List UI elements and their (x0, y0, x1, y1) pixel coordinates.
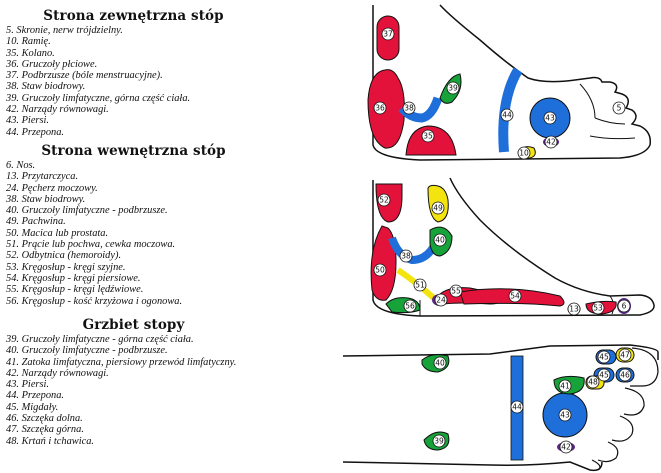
legend-item: 52. Odbytnica (hemoroidy). (6, 250, 122, 262)
legend-inner-side: Strona wewnętrzna stóp 6. Nos. 13. Przyt… (6, 143, 336, 307)
legend-item: 38. Staw biodrowy. (6, 81, 86, 93)
zone-label: 42 (561, 443, 571, 452)
inner-foot-diagram: 52 49 40 38 50 51 56 24 55 54 13 53 6 (370, 177, 655, 317)
legend-item: 48. Krtań i tchawica. (6, 435, 95, 447)
zone-label: 5 (617, 104, 622, 113)
zone-label: 39 (434, 437, 444, 446)
legend-item: 37. Podbrzusze (bóle menstruacyjne). (6, 70, 163, 82)
legend-item: 55. Kręgosłup - kręgi lędźwiowe. (6, 284, 144, 296)
legend-item: 49. Pachwina. (6, 216, 66, 228)
zone-label: 37 (383, 30, 393, 39)
zone-label: 43 (545, 114, 555, 123)
zone-label: 24 (436, 296, 446, 305)
zone-label: 51 (415, 281, 425, 290)
zone-label: 44 (502, 111, 512, 120)
legend-item: 54. Kręgosłup - kręgi piersiowe. (6, 272, 141, 284)
zone-label: 46 (620, 371, 630, 380)
legend-item: 5. Skronie, nerw trójdzielny. (6, 25, 123, 36)
zone-label: 40 (435, 236, 445, 245)
zone-label: 38 (404, 104, 414, 113)
toe-outline (611, 415, 634, 442)
zone-label: 45 (599, 371, 609, 380)
legend-item: 56. Kręgosłup - kość krzyżowa i ogonowa. (6, 295, 183, 307)
zone-50-shape (370, 225, 397, 301)
legend-item: 6. Nos. (6, 160, 36, 171)
zone-label: 10 (519, 149, 529, 158)
foot-diagrams: 37 36 38 39 35 44 43 5 42 10 52 49 40 38… (342, 4, 659, 472)
outer-foot-diagram: 37 36 38 39 35 44 43 5 42 10 (367, 4, 652, 161)
legend-item: 42. Narządy równowagi. (6, 367, 109, 379)
zone-label: 50 (375, 266, 385, 275)
top-foot-diagram: 40 44 43 41 45 48 47 45 46 39 42 (342, 344, 659, 472)
legend-top-of-foot: Grzbiet stopy 39. Gruczoły limfatyczne -… (6, 317, 336, 447)
legend-item: 35. Kolano. (6, 47, 55, 59)
legend-item: 40. Gruczoły limfatyczne - podbrzusze. (6, 205, 168, 217)
zone-label: 48 (588, 378, 598, 387)
legend-item: 44. Przepona. (6, 126, 65, 138)
toe-line (594, 117, 626, 125)
zone-38-inner-shape (388, 236, 438, 265)
big-toe-outline (630, 347, 659, 387)
legend-item: 51. Prącie lub pochwa, cewka moczowa. (6, 239, 176, 251)
legend-item: 41. Zatoka limfatyczna, piersiowy przewó… (6, 356, 237, 368)
legend-item: 50. Macica lub prostata. (6, 227, 109, 239)
zone-label: 52 (379, 196, 389, 205)
zone-label: 53 (593, 304, 603, 313)
zone-label: 39 (448, 84, 458, 93)
toe-outline (591, 459, 601, 471)
zone-label: 54 (510, 292, 520, 301)
zone-label: 42 (546, 138, 556, 147)
zone-label: 56 (405, 302, 415, 311)
zone-label: 40 (435, 359, 445, 368)
zone-44-shape (498, 67, 523, 153)
zone-label: 35 (423, 132, 433, 141)
legend-item: 10. Ramię. (6, 36, 51, 48)
zone-label: 38 (401, 252, 411, 261)
legend-item: 43. Piersi. (6, 379, 50, 391)
legend-item: 24. Pęcherz moczowy. (6, 182, 98, 194)
zone-label: 6 (622, 302, 627, 311)
legend-item: 47. Szczęka górna. (6, 424, 84, 436)
zone-label: 44 (512, 403, 522, 412)
legend-item: 42. Narządy równowagi. (6, 104, 109, 116)
legend-item: 39. Gruczoły limfatyczne, górna część ci… (6, 92, 191, 104)
legend-item: 53. Kręgosłup - kręgi szyjne. (6, 261, 126, 273)
legend-item: 40. Gruczoły limfatyczne - podbrzusze. (6, 345, 168, 357)
zone-label: 41 (560, 382, 570, 391)
legend-item: 44. Przepona. (6, 390, 65, 402)
legend-item: 46. Szczęka dolna. (6, 413, 83, 425)
toe-line (589, 135, 636, 140)
legend-item: 36. Gruczoły płciowe. (6, 58, 98, 70)
legend-item: 38. Staw biodrowy. (6, 193, 86, 205)
zone-label: 49 (433, 204, 443, 213)
zone-label: 13 (569, 305, 579, 314)
toe-outline (623, 387, 645, 416)
section-title-outer: Strona zewnętrzna stóp (43, 8, 224, 24)
zone-label: 45 (599, 353, 609, 362)
zone-label: 43 (560, 411, 570, 420)
section-title-top: Grzbiet stopy (82, 317, 185, 333)
legend-item: 39. Gruczoły limfatyczne - górna część c… (6, 334, 194, 345)
section-title-inner: Strona wewnętrzna stóp (41, 143, 226, 159)
legend-outer-side: Strona zewnętrzna stóp 5. Skronie, nerw … (6, 8, 336, 138)
zone-label: 36 (375, 104, 385, 113)
toe-line (579, 83, 596, 119)
legend-item: 43. Piersi. (6, 115, 50, 127)
zone-label: 47 (620, 351, 630, 360)
legend-item: 45. Migdały. (6, 401, 59, 413)
toe-outline (597, 441, 619, 463)
zone-label: 55 (451, 287, 461, 296)
legend-item: 13. Przytarczyca. (6, 171, 79, 183)
